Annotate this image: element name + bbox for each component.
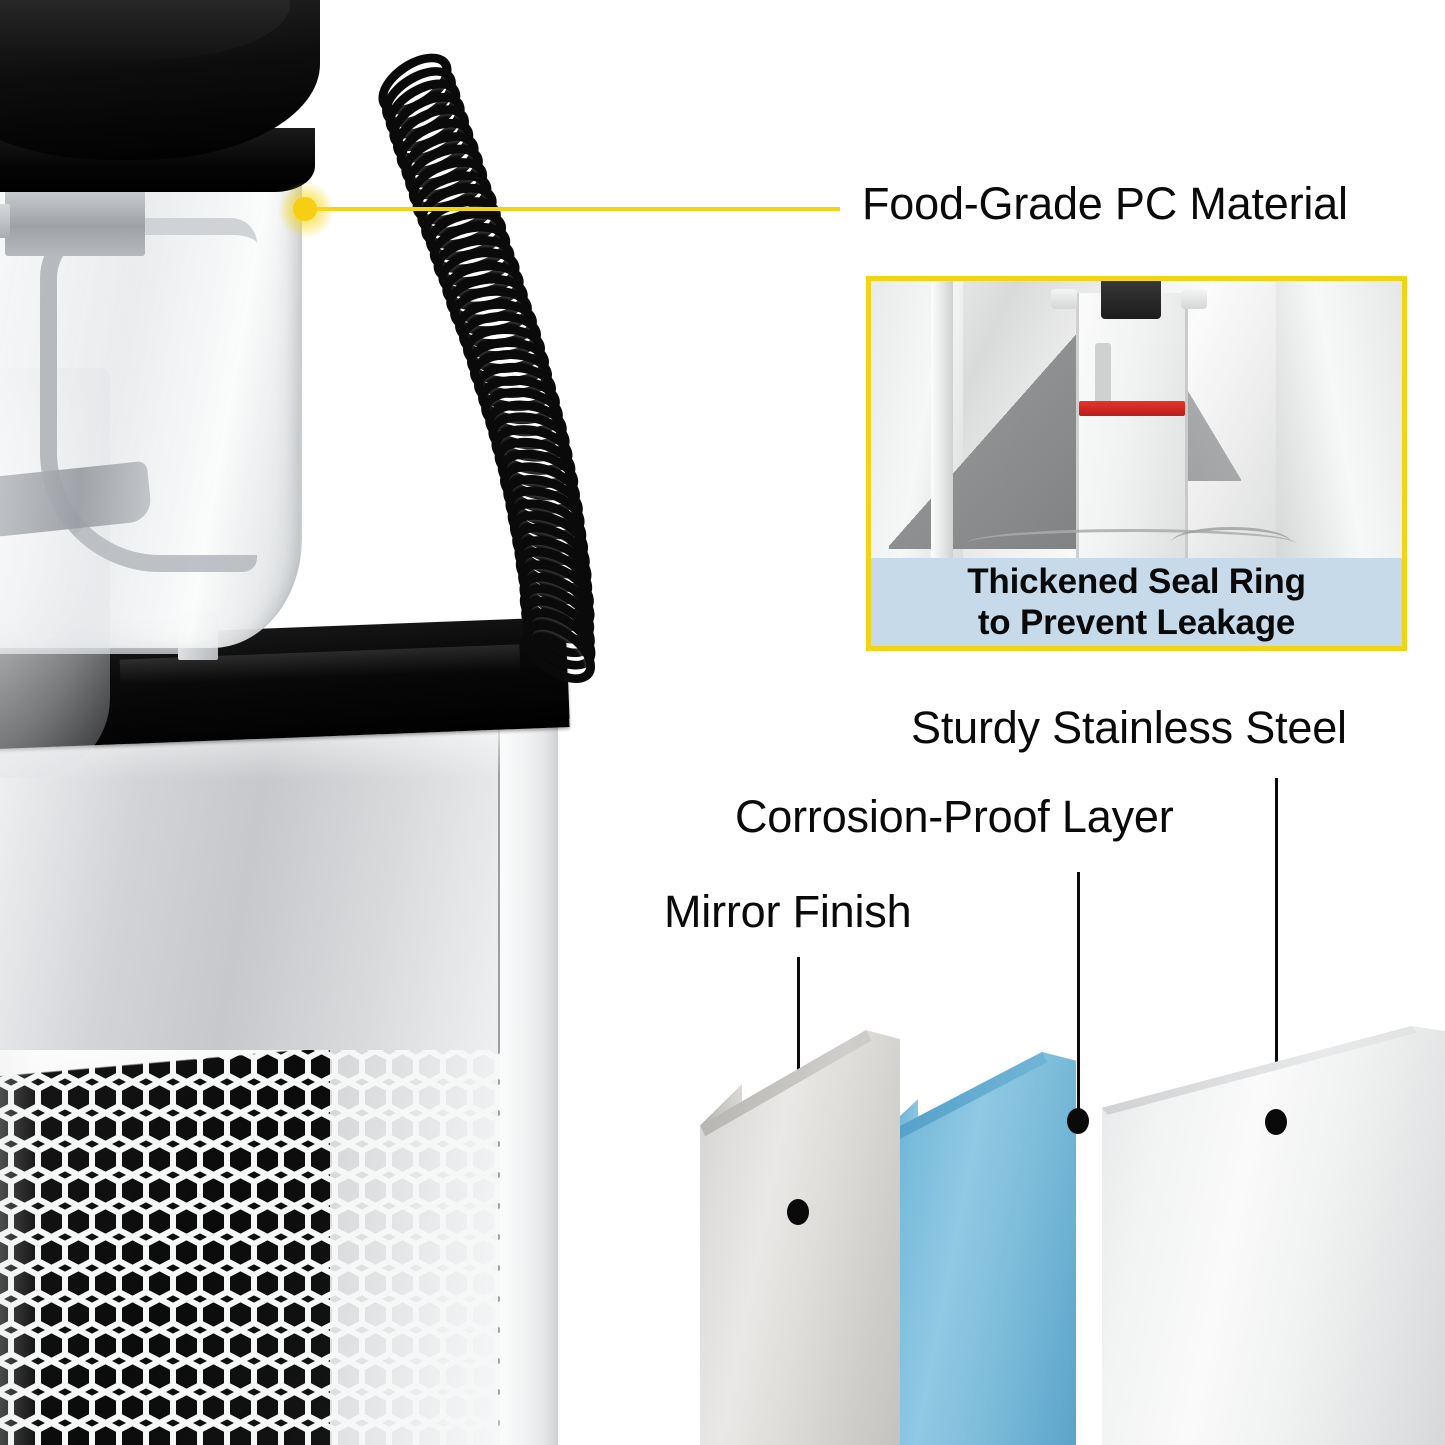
stainless-steel-panel [1102, 1026, 1445, 1445]
inset-caption-bar: Thickened Seal Ring to Prevent Leakage [871, 558, 1402, 646]
label-mirror-finish: Mirror Finish [664, 886, 912, 937]
vent-left-fade [0, 1050, 40, 1445]
seal-ring-inset-panel: Thickened Seal Ring to Prevent Leakage [866, 276, 1407, 651]
inset-top-black-cap [1101, 281, 1161, 319]
inset-clip-right [1181, 289, 1207, 309]
inset-post-slot [1095, 343, 1111, 411]
label-corrosion-proof-layer: Corrosion-Proof Layer [735, 791, 1174, 842]
cabinet-right-edge [500, 706, 558, 1445]
honeycomb-vent-grille [0, 1050, 500, 1445]
label-sturdy-stainless-steel: Sturdy Stainless Steel [911, 702, 1347, 753]
food-grade-marker-dot [293, 197, 317, 221]
inset-caption-line-1: Thickened Seal Ring [967, 562, 1306, 602]
inset-center-post [1076, 293, 1188, 559]
product-photo [0, 0, 607, 1445]
inset-rib-left [931, 281, 953, 559]
stainless-steel-leader-dot [1265, 1109, 1287, 1135]
pc-bowl-assembly [0, 0, 400, 778]
red-seal-ring [1079, 401, 1185, 416]
food-grade-leader-line [305, 207, 840, 211]
inset-blade-arc-2 [1171, 527, 1291, 558]
coiled-black-hose [330, 41, 607, 696]
inset-clip-left [1051, 289, 1077, 309]
mirror-finish-leader-dot [787, 1199, 809, 1225]
inset-wall-right [1276, 281, 1402, 559]
inset-caption-line-2: to Prevent Leakage [977, 602, 1296, 642]
stainless-steel-leader-line [1275, 778, 1278, 1123]
corrosion-proof-leader-dot [1067, 1108, 1089, 1134]
label-food-grade-pc-material: Food-Grade PC Material [862, 178, 1348, 229]
layered-steel-panels [700, 1010, 1445, 1445]
vent-top-mask [0, 1050, 500, 1136]
corrosion-proof-leader-line [1077, 872, 1080, 1124]
seal-ring-photo [871, 281, 1402, 559]
bowl-auger-bracket [0, 190, 145, 256]
inset-blade-arc [966, 529, 1296, 558]
mirror-finish-panel [700, 1030, 900, 1445]
